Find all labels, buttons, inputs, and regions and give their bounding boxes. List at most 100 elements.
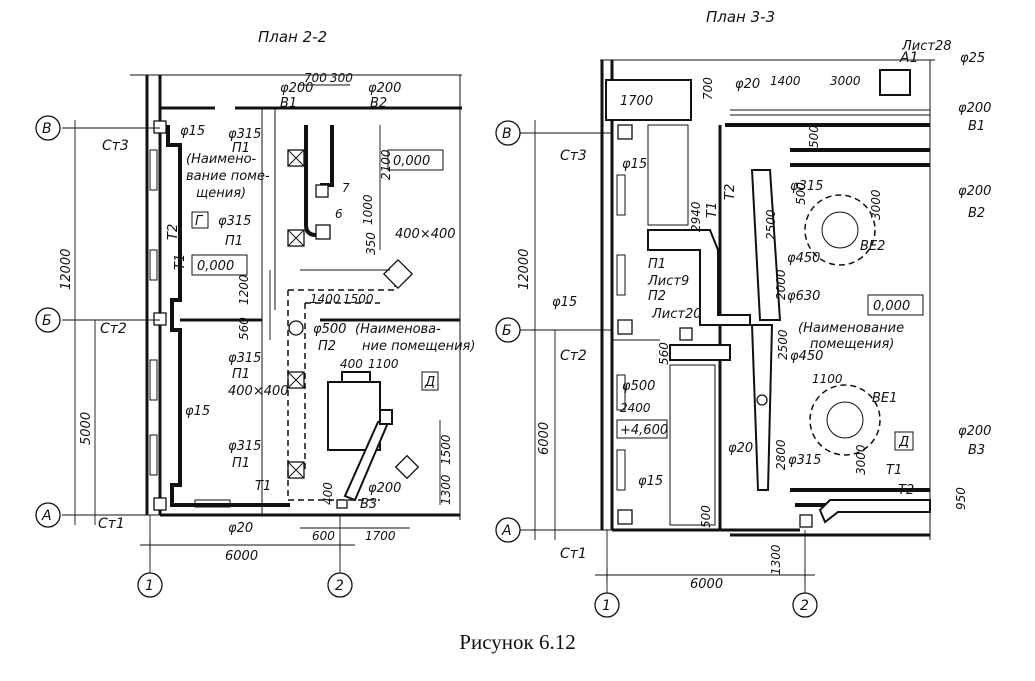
label-d200-a: φ200 — [280, 81, 313, 96]
r-label-d315-a: φ315 — [790, 179, 823, 194]
label-d315-b: φ315 — [218, 214, 251, 229]
level-value: 0,000 — [197, 259, 234, 274]
r-level2-value: +4,600 — [620, 423, 668, 438]
axis-label-a: А — [41, 508, 52, 524]
label-d200-b-r: φ200 — [958, 184, 991, 199]
heating-pipe — [166, 125, 290, 507]
label-t1-bottom: Т1 — [255, 479, 271, 494]
r-level-value: 0,000 — [873, 299, 910, 314]
label-d200-c: φ200 — [368, 481, 401, 496]
label-a1: А1 — [899, 50, 918, 66]
r-dim-500c: 500 — [699, 505, 713, 528]
label-b1: В1 — [280, 96, 297, 111]
r-mark-d-box — [894, 431, 914, 451]
dim-6000 — [140, 538, 355, 552]
dim-1000: 1000 — [361, 194, 375, 225]
r-shaft-2 — [669, 364, 716, 526]
r-dim-6000 — [595, 568, 815, 582]
room-name-2-line2: ние помещения) — [362, 339, 475, 354]
r-label-d15-c: φ15 — [638, 474, 663, 489]
r-axis-label-1: 1 — [602, 598, 611, 614]
left-windows — [149, 149, 231, 508]
r-duct-lower — [750, 324, 774, 491]
dim-6000: 6000 — [225, 549, 258, 564]
r-dim-2940: 2940 — [689, 201, 703, 232]
dim-1100: 1100 — [368, 357, 399, 371]
r-dim-3000v: 3000 — [869, 189, 883, 220]
plan-2-2-title: План 2-2 — [258, 28, 327, 46]
dim-1500: 1500 — [343, 292, 374, 306]
r-axis-bubble-a — [495, 517, 521, 543]
axis-label-bb: Б — [42, 313, 52, 329]
riser-st1 — [153, 497, 167, 511]
r-label-t2: Т2 — [723, 184, 738, 200]
axis-bubble-a — [35, 502, 61, 528]
mark-d-box — [421, 371, 439, 391]
dim-5000: 5000 — [79, 412, 94, 445]
label-d15-b: φ15 — [185, 404, 210, 419]
r-label-t1b: Т1 — [886, 463, 902, 478]
r-dim-12000-text: 12000 — [517, 249, 532, 290]
axis-bubble-bb — [35, 307, 61, 333]
duct-joint — [379, 409, 393, 425]
r-duct-upper — [750, 169, 782, 321]
mark-d: Д — [424, 375, 435, 390]
label-b2-r: В2 — [968, 206, 985, 221]
r-duct-damper — [756, 394, 768, 406]
label-sheet28: Лист28 — [901, 39, 952, 54]
r-axis-label-b: В — [502, 126, 512, 142]
label-p1-b: П1 — [225, 234, 243, 249]
r-dim-6000v-text: 6000 — [537, 422, 552, 455]
r-riser-st3 — [617, 124, 633, 140]
be1-inner — [826, 401, 864, 439]
riser-st3 — [153, 120, 167, 134]
r-level-box — [867, 294, 924, 316]
r-dim-2800: 2800 — [774, 439, 788, 470]
r-room-name-1: (Наименование — [798, 321, 904, 336]
axis-bubble-b — [35, 115, 61, 141]
dim-2100: 2100 — [379, 149, 393, 180]
r-axis-bubble-2 — [792, 592, 818, 618]
axis-bubble-1 — [137, 572, 163, 598]
label-n6: 6 — [335, 207, 343, 221]
label-n7: 7 — [342, 181, 350, 195]
label-d200-b: φ200 — [368, 81, 401, 96]
valve-6 — [315, 224, 331, 240]
r-axis-label-2: 2 — [800, 598, 809, 614]
pipe-b1 — [304, 125, 322, 237]
dim-600: 600 — [312, 529, 335, 543]
label-p1-a: П1 — [232, 141, 250, 156]
label-st2: Ст2 — [100, 321, 127, 337]
figure-caption: Рисунок 6.12 — [459, 630, 576, 654]
r-dim-2500a: 2500 — [764, 209, 778, 240]
dim-1500v: 1500 — [439, 434, 453, 465]
duct-p2 — [288, 320, 304, 336]
axis-label-2: 2 — [335, 578, 344, 594]
r-dim-2500b: 2500 — [776, 329, 790, 360]
mark-g-box — [191, 211, 209, 229]
label-st3: Ст3 — [102, 138, 129, 154]
r-axis-bubble-b — [495, 120, 521, 146]
label-d15-a: φ15 — [180, 124, 205, 139]
r-dim-3000b: 3000 — [854, 444, 868, 475]
r-pipe-top-2 — [730, 109, 930, 116]
dim-700: 700 — [304, 71, 327, 85]
r-windows — [616, 174, 626, 491]
label-st1: Ст1 — [98, 516, 125, 532]
r-label-d315-b: φ315 — [788, 453, 821, 468]
room-name-1-line3: щения) — [196, 186, 246, 201]
r-outlet-box — [799, 514, 813, 528]
r-label-d450-b: φ450 — [790, 349, 823, 364]
dim-1400: 1400 — [310, 292, 341, 306]
r-room-1700 — [605, 79, 692, 121]
mark-g: Г — [195, 214, 204, 229]
r-axis-label-bb: Б — [502, 323, 512, 339]
riser-st2 — [153, 312, 167, 326]
dim-350: 350 — [364, 232, 378, 255]
r-dim-2400: 2400 — [620, 401, 651, 415]
label-duct-400-b: 400×400 — [395, 227, 456, 242]
label-p2: П2 — [318, 339, 336, 354]
r-dim-1100: 1100 — [812, 372, 843, 386]
r-label-sheet9: Лист9 — [647, 274, 689, 289]
dim-400: 400 — [340, 357, 363, 371]
